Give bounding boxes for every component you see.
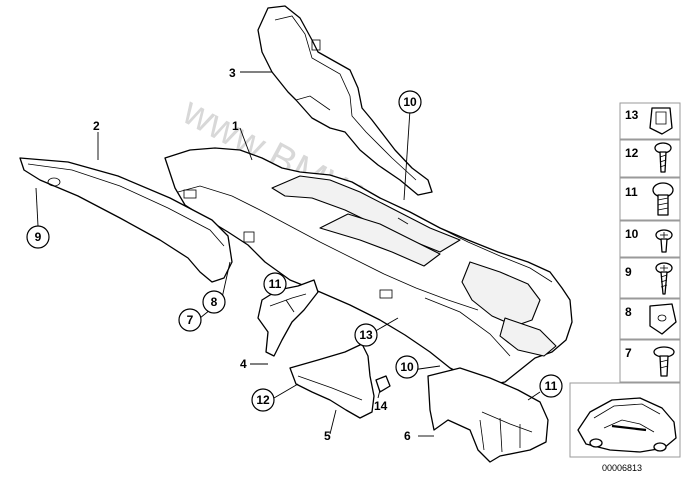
cross-head-screw-icon xyxy=(655,229,673,253)
self-tapping-screw-icon xyxy=(655,262,673,295)
part-5-lower-cover xyxy=(289,343,375,419)
legend-label-8: 8 xyxy=(625,305,632,319)
callout-2: 2 xyxy=(93,119,100,133)
legend-cell-7 xyxy=(619,339,681,383)
callout-14: 14 xyxy=(374,399,388,413)
callout-10-top: 10 xyxy=(398,90,422,114)
callout-11-right: 11 xyxy=(539,374,563,398)
oval-head-screw-icon xyxy=(654,142,672,173)
legend-label-7: 7 xyxy=(625,346,632,360)
legend-label-10: 10 xyxy=(625,227,639,241)
part-2-side-trim-panel xyxy=(19,157,233,283)
callout-1: 1 xyxy=(232,119,239,133)
callout-13: 13 xyxy=(354,323,378,347)
svg-text:7: 7 xyxy=(187,313,194,327)
svg-text:10: 10 xyxy=(400,360,414,374)
callout-12: 12 xyxy=(251,388,275,412)
svg-text:3: 3 xyxy=(229,66,236,80)
svg-text:6: 6 xyxy=(404,429,411,443)
svg-text:8: 8 xyxy=(211,295,218,309)
svg-text:5: 5 xyxy=(324,429,331,443)
part-3-cover-panel xyxy=(257,5,433,196)
callout-9: 9 xyxy=(26,225,50,249)
svg-text:1: 1 xyxy=(232,119,239,133)
callout-3: 3 xyxy=(229,66,236,80)
spring-nut-icon xyxy=(649,303,677,335)
svg-text:11: 11 xyxy=(545,379,558,393)
callout-5: 5 xyxy=(324,429,331,443)
callout-4: 4 xyxy=(240,357,247,371)
callout-8: 8 xyxy=(202,290,226,314)
clip-nut-icon xyxy=(649,107,673,135)
part-6-support-bracket xyxy=(427,367,549,463)
diagram-number: 00006813 xyxy=(602,463,642,473)
svg-text:2: 2 xyxy=(93,119,100,133)
legend-label-11: 11 xyxy=(625,185,638,199)
svg-text:14: 14 xyxy=(374,399,388,413)
legend-label-13: 13 xyxy=(625,108,639,122)
expanding-rivet-icon xyxy=(653,346,675,377)
callout-6: 6 xyxy=(404,429,411,443)
car-location-thumbnail xyxy=(569,382,681,458)
svg-text:12: 12 xyxy=(256,393,270,407)
svg-text:10: 10 xyxy=(403,95,417,109)
svg-text:13: 13 xyxy=(359,328,373,342)
callout-10-bottom: 10 xyxy=(395,355,419,379)
fastener-legend: 13 12 11 10 9 8 7 xyxy=(619,102,681,383)
svg-text:4: 4 xyxy=(240,357,247,371)
svg-text:11: 11 xyxy=(269,277,282,291)
part-14-clip xyxy=(375,375,391,393)
callout-11-left: 11 xyxy=(263,272,287,296)
hex-bolt-icon xyxy=(652,182,674,216)
legend-label-9: 9 xyxy=(625,265,632,279)
part-1-center-console xyxy=(164,147,573,386)
legend-label-12: 12 xyxy=(625,146,639,160)
part-4-bracket xyxy=(257,279,319,357)
svg-text:9: 9 xyxy=(35,230,42,244)
callout-7: 7 xyxy=(178,308,202,332)
